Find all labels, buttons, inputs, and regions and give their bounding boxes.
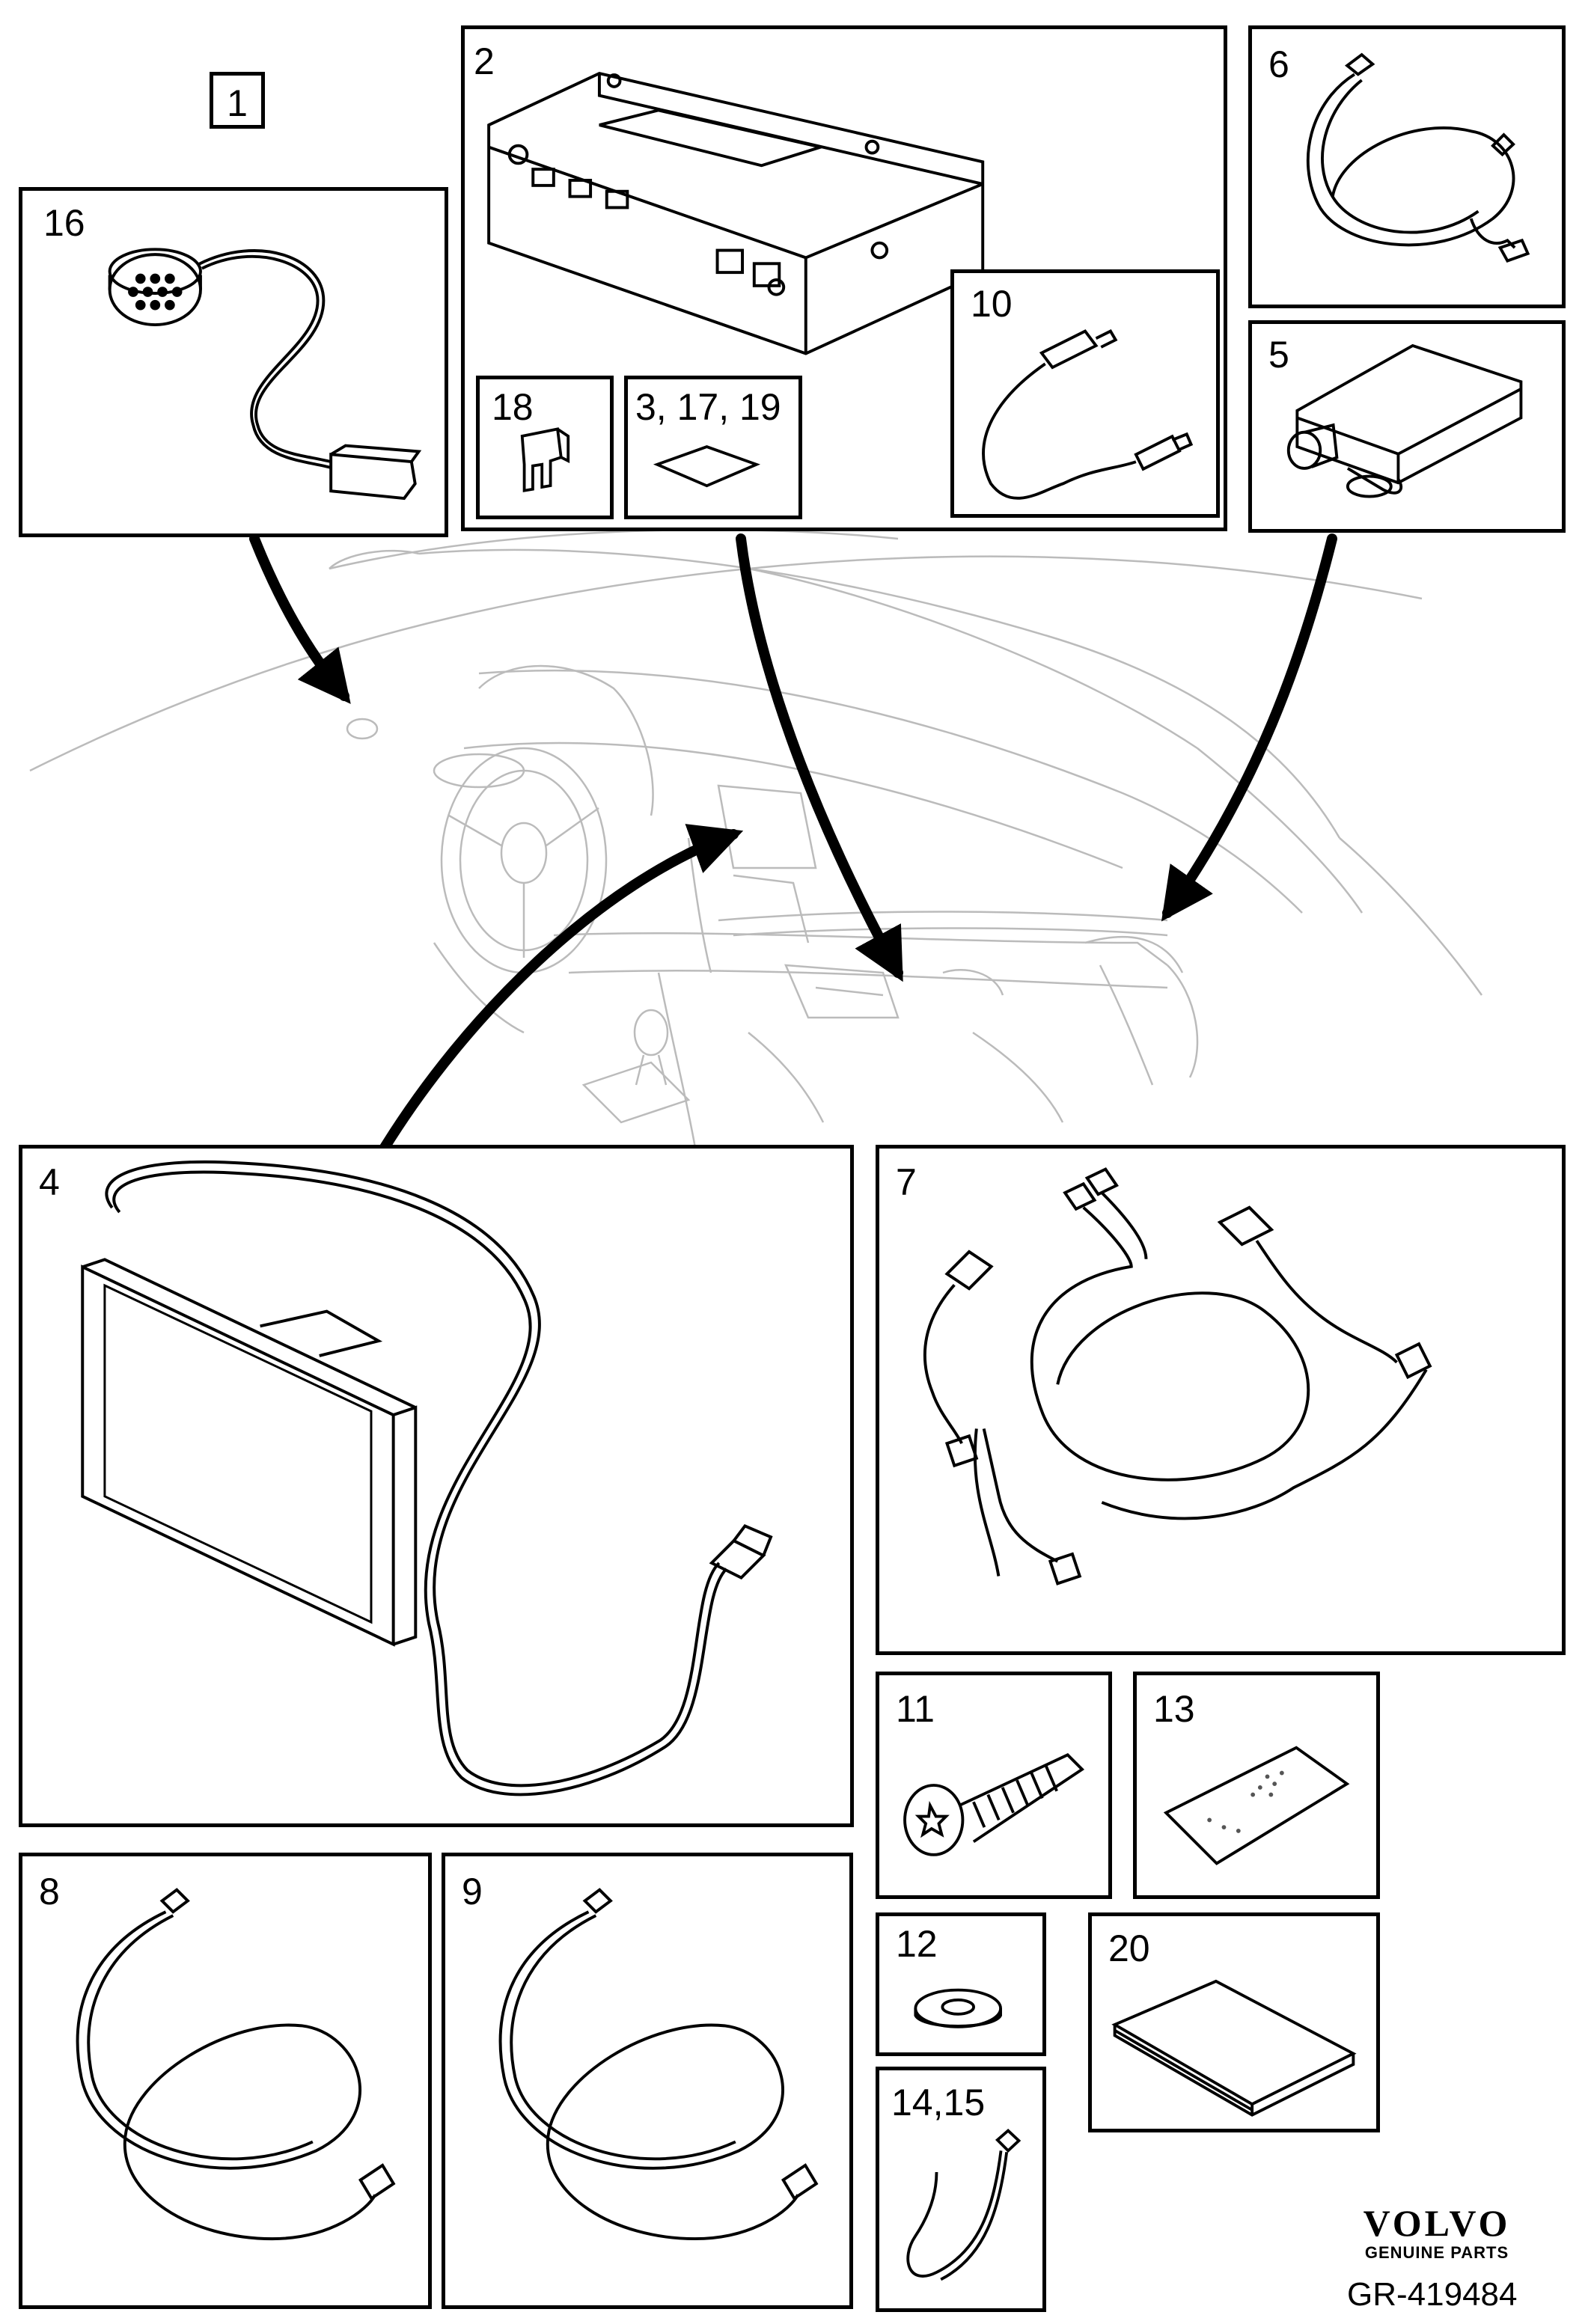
label-sheet-icon (653, 445, 761, 488)
part-label-11: 11 (896, 1688, 935, 1730)
part-panel-20: 20 (1088, 1912, 1380, 2132)
kit-number: 1 (227, 82, 248, 124)
part-label-9: 9 (462, 1871, 483, 1912)
display-screen-illustration (81, 1160, 773, 1796)
part-panel-14-15: 14,15 (876, 2067, 1046, 2312)
kit-number-box: 1 (210, 72, 265, 129)
wiring-harness-illustration (923, 1167, 1432, 1585)
part-panel-10: 10 (950, 269, 1220, 518)
brand-name: VOLVO (1363, 2202, 1511, 2244)
cleaning-pad-icon (1163, 1746, 1350, 1865)
short-cable-illustration (906, 2129, 1022, 2281)
cable-9-illustration (498, 1888, 819, 2241)
part-label-16: 16 (43, 202, 85, 244)
part-panel-3-17-19: 3, 17, 19 (624, 376, 802, 519)
part-panel-4: 4 (19, 1145, 854, 1827)
part-label-10: 10 (971, 283, 1013, 325)
part-label-20: 20 (1108, 1927, 1150, 1969)
microphone-illustration (108, 248, 422, 501)
part-panel-7: 7 (876, 1145, 1566, 1655)
part-label-5: 5 (1268, 334, 1289, 376)
brand-tagline: GENUINE PARTS (1364, 2243, 1509, 2262)
part-label-18: 18 (492, 386, 534, 428)
volvo-logo: VOLVO GENUINE PARTS (1340, 2201, 1534, 2263)
part-panel-8: 8 (19, 1853, 432, 2309)
manual-booklet-icon (1111, 1979, 1357, 2117)
fuse-icon (520, 427, 570, 492)
part-label-4: 4 (39, 1161, 60, 1203)
part-panel-16: 16 (19, 187, 448, 537)
part-panel-18: 18 (476, 376, 614, 519)
part-label-12: 12 (896, 1923, 938, 1965)
part-label-7: 7 (896, 1161, 917, 1203)
part-label-3-17-19: 3, 17, 19 (635, 386, 781, 428)
part-panel-6: 6 (1248, 25, 1566, 308)
washer-icon (914, 1988, 1002, 2028)
screw-icon (903, 1753, 1085, 1856)
part-label-8: 8 (39, 1871, 60, 1912)
part-panel-9: 9 (442, 1853, 853, 2309)
cable-8-illustration (76, 1888, 396, 2241)
reference-code: GR-419484 (1347, 2276, 1518, 2313)
module-5-illustration (1286, 343, 1523, 498)
part-label-2: 2 (474, 40, 495, 82)
part-label-13: 13 (1153, 1688, 1195, 1730)
antenna-cable-illustration (1306, 52, 1530, 263)
usb-cable-illustration (982, 329, 1194, 500)
part-panel-5: 5 (1248, 320, 1566, 533)
part-panel-11: 11 (876, 1672, 1112, 1899)
part-label-14-15: 14,15 (891, 2082, 986, 2123)
part-label-6: 6 (1268, 43, 1289, 85)
part-panel-12: 12 (876, 1912, 1046, 2056)
part-panel-13: 13 (1133, 1672, 1380, 1899)
